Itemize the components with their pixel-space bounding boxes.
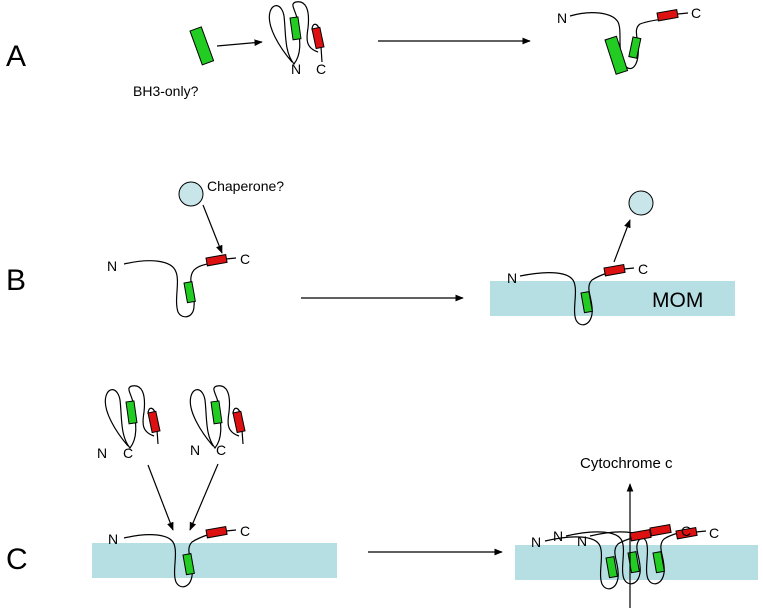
folded-bax-c1 <box>104 385 161 449</box>
bh3-only-label: BH3-only? <box>133 83 199 99</box>
c-terminus-c1: C <box>123 445 133 461</box>
mitochondrial-outer-membrane-c1 <box>92 543 337 578</box>
chaperone-circle-2 <box>628 190 654 216</box>
recruit-arrow-2 <box>189 463 219 531</box>
mitochondrial-outer-membrane-b <box>490 281 735 316</box>
n-terminus-c6: N <box>577 533 587 549</box>
n-terminus-b2: N <box>507 270 517 286</box>
cytochrome-c-label: Cytochrome c <box>580 455 673 472</box>
cytosolic-bax-b <box>123 253 237 318</box>
c-terminus-c4: C <box>681 523 691 539</box>
folded-bax-a <box>268 1 325 65</box>
n-terminus-c2: N <box>190 442 200 458</box>
n-terminus-c5: N <box>553 528 563 544</box>
bax-oligomer <box>544 523 707 590</box>
n-terminus-c4: N <box>531 534 541 550</box>
bound-bh3-helix <box>604 35 629 75</box>
c-terminus-c5: C <box>709 525 719 541</box>
chaperone-label: Chaperone? <box>207 178 284 194</box>
chaperone-arrow-in <box>202 204 223 254</box>
folded-bax-c2 <box>189 385 246 449</box>
extended-bax-a <box>569 8 689 75</box>
panel-c-label: C <box>6 543 28 576</box>
n-terminus-c1: N <box>97 445 107 461</box>
n-terminus-c3: N <box>108 531 118 547</box>
bh3-binding-arrow <box>216 39 263 47</box>
bh3-only-helix <box>189 26 215 66</box>
mom-label: MOM <box>652 289 703 312</box>
c-terminus-a1: C <box>316 61 326 77</box>
c-terminus-b2: C <box>638 261 648 277</box>
c-terminus-b1: C <box>240 251 250 267</box>
chaperone-circle-1 <box>178 181 204 207</box>
panel-a-label: A <box>6 40 26 73</box>
n-terminus-b1: N <box>107 258 117 274</box>
c-terminus-c2: C <box>216 442 226 458</box>
n-terminus-a2: N <box>557 10 567 26</box>
inserted-bax-c <box>123 525 237 588</box>
c-terminus-c3: C <box>240 523 250 539</box>
chaperone-arrow-out <box>613 219 631 263</box>
recruit-arrow-1 <box>147 464 174 531</box>
n-terminus-a1: N <box>291 61 301 77</box>
inserted-bax-b <box>519 263 635 326</box>
panel-b-label: B <box>6 264 26 297</box>
c-terminus-a2: C <box>691 5 701 21</box>
